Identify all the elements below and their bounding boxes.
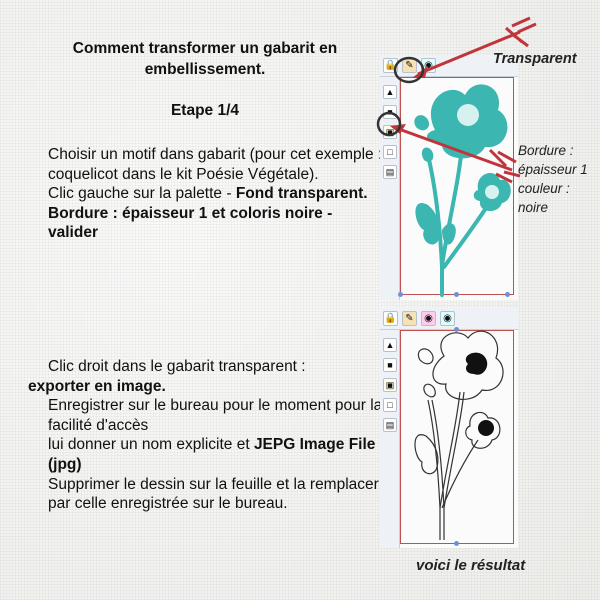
bordure-line-1: Bordure : <box>518 143 574 158</box>
panel-toolbar: 🔒 ✎ ◉ ◉ <box>380 308 518 330</box>
poppy-outline-image <box>414 330 504 540</box>
title-line-2: embellissement. <box>144 61 266 78</box>
left-click-bold: Fond transparent. <box>235 185 368 203</box>
color-icon[interactable]: ◉ <box>421 311 436 326</box>
annotation-bordure: Bordure : épaisseur 1 couleur : noire <box>518 141 600 217</box>
instruction-export: exporter en image. <box>28 377 384 397</box>
instructions-block-2: Clic droit dans le gabarit transparent :… <box>28 357 384 514</box>
editor-panel-after: 🔒 ✎ ◉ ◉ ▲ ■ ▣ □ ▤ <box>380 308 518 548</box>
lock-icon[interactable]: 🔒 <box>383 311 398 326</box>
instruction-border: Bordure : épaisseur 1 et coloris noire -… <box>28 204 384 243</box>
shadow-icon[interactable]: ■ <box>383 358 397 372</box>
fill-icon[interactable]: ▲ <box>383 85 397 99</box>
bordure-line-3: couleur : noire <box>518 181 570 215</box>
instructions-block-1: Choisir un motif dans gabarit (pour cet … <box>28 145 384 243</box>
resize-handle[interactable] <box>454 541 459 546</box>
panel-sidebar: ▲ ■ ▣ □ ▤ <box>380 330 400 548</box>
resize-handle[interactable] <box>398 292 403 297</box>
name-format-bold: JEPG Image File (jpg) <box>48 436 376 473</box>
name-text: lui donner un nom explicite et <box>48 436 254 454</box>
annotation-transparent: Transparent <box>493 51 577 67</box>
instruction-replace: Supprimer le dessin sur la feuille et la… <box>48 475 379 513</box>
color-icon[interactable]: ◉ <box>440 311 455 326</box>
fill-icon[interactable]: ▲ <box>383 338 397 352</box>
instruction-choose-motif: Choisir un motif dans gabarit (pour cet … <box>48 146 383 183</box>
page-title: Comment transformer un gabarit en embell… <box>20 38 390 80</box>
step-label: Etape 1/4 <box>170 102 240 119</box>
instruction-name: lui donner un nom explicite et JEPG Imag… <box>28 435 384 474</box>
image-icon[interactable]: ▣ <box>383 378 397 392</box>
border-icon[interactable]: □ <box>383 398 397 412</box>
poppy-teal-image <box>414 84 511 297</box>
editor-panel-before: 🔒 ✎ ◉ ▲ ■ ▣ □ ▤ <box>380 55 518 300</box>
instruction-left-click: Clic gauche sur la palette - Fond transp… <box>28 184 384 204</box>
palette-icon[interactable]: ✎ <box>402 311 417 326</box>
layers-icon[interactable]: ▤ <box>383 418 397 432</box>
left-click-text: Clic gauche sur la palette - <box>48 185 236 203</box>
instruction-save: Enregistrer sur le bureau pour le moment… <box>48 397 383 434</box>
instruction-right-click: Clic droit dans le gabarit transparent : <box>48 358 306 375</box>
border-validate: valider <box>48 224 98 242</box>
bordure-line-2: épaisseur 1 <box>518 162 588 177</box>
annotation-result: voici le résultat <box>416 557 526 574</box>
title-line-1: Comment transformer un gabarit en <box>72 40 338 57</box>
resize-handle[interactable] <box>454 292 459 297</box>
resize-handle[interactable] <box>505 292 510 297</box>
export-bold: exporter en image. <box>28 377 166 395</box>
border-bold: Bordure : épaisseur 1 et coloris noire - <box>48 204 333 222</box>
resize-handle[interactable] <box>454 327 459 332</box>
layers-icon[interactable]: ▤ <box>383 165 397 179</box>
